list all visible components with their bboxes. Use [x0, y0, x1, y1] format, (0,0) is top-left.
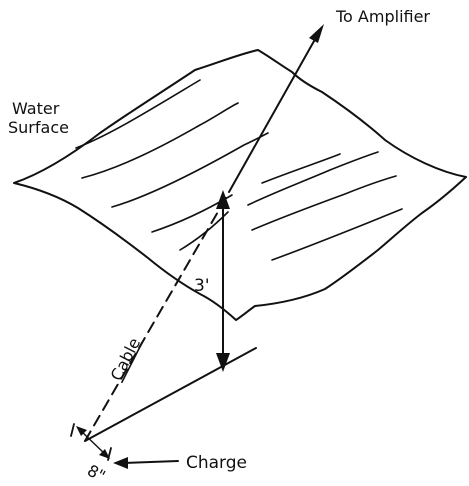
ripple-line — [271, 208, 403, 261]
charge-label: Charge — [186, 453, 247, 473]
offset-tick-left — [70, 423, 75, 437]
charge-pointer-line — [121, 460, 179, 464]
offset-arrow-right — [99, 449, 110, 459]
water-surface-sheet — [13, 49, 467, 321]
water-label: Water — [12, 99, 60, 118]
ripple-line — [81, 102, 239, 179]
ripple-line — [261, 153, 341, 184]
water-ripples — [75, 79, 403, 261]
offset-dimension-line — [79, 429, 107, 456]
charge-depth-line — [84, 347, 257, 442]
depth-label: 3' — [194, 276, 210, 296]
cable-label: Cable — [107, 335, 145, 384]
ripple-line — [111, 132, 269, 208]
ripple-line — [251, 175, 397, 231]
charge-pointer-arrowhead — [113, 457, 128, 469]
offset-label: 8" — [84, 461, 108, 486]
ripple-line — [75, 79, 201, 149]
depth-arrow-top — [216, 190, 230, 209]
depth-arrow-bottom — [216, 353, 230, 372]
ripple-line — [247, 151, 379, 206]
offset-arrow-left — [76, 426, 87, 436]
amplifier-line — [228, 33, 319, 193]
amplifier-arrowhead — [309, 24, 324, 43]
surface-label: Surface — [8, 118, 69, 137]
cable-dashed-line — [84, 197, 227, 442]
to-amplifier-label: To Amplifier — [335, 7, 430, 26]
